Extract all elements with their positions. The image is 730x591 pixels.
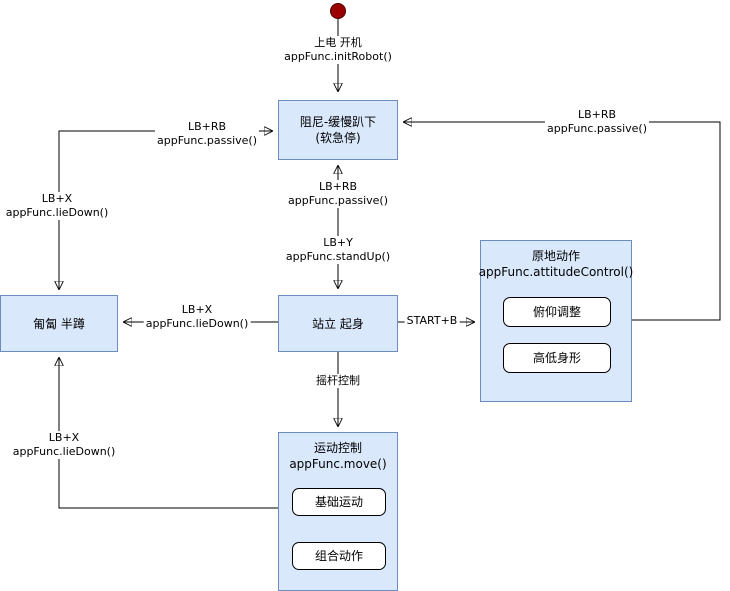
edge-label-center-standup: LB+Y appFunc.standUp() [283,236,393,264]
edge-label-joystick: 摇杆控制 [314,374,362,388]
sub-node-pitch-adjust: 俯仰调整 [503,297,611,327]
edge-label-bottom-liedown: LB+X appFunc.lieDown() [10,431,118,459]
initial-state-dot [330,3,346,19]
state-node-move-subtitle: appFunc.move() [289,457,387,471]
sub-node-body-height: 高低身形 [503,343,611,373]
state-node-move: 运动控制 appFunc.move() 基础运动 组合动作 [278,432,398,591]
state-node-stand: 站立 起身 [278,295,398,352]
sub-node-basic-motion: 基础运动 [292,488,386,516]
state-node-move-title: 运动控制 [313,441,362,455]
edge-label-left-passive: LB+RB appFunc.passive() [154,120,260,148]
edge-label-right-passive: LB+RB appFunc.passive() [544,108,650,136]
state-node-damping-sublabel: (软急停) [315,131,361,145]
state-node-damping: 阻尼-缓慢趴下 (软急停) [278,100,398,160]
state-node-crawl-label: 匍匐 半蹲 [33,316,85,331]
edge-label-mid-liedown: LB+X appFunc.lieDown() [143,303,251,331]
edge-label-power-on: 上电 开机 appFunc.initRobot() [282,36,394,64]
edge-move-crawl [59,358,278,509]
edge-label-left-liedown: LB+X appFunc.lieDown() [3,192,111,220]
state-node-damping-label: 阻尼-缓慢趴下 [299,115,377,129]
state-node-stand-label: 站立 起身 [312,316,364,331]
edge-label-center-passive: LB+RB appFunc.passive() [285,180,391,208]
sub-node-combo-motion: 组合动作 [292,542,386,570]
state-node-attitude-subtitle: appFunc.attitudeControl() [478,265,634,279]
state-node-crawl: 匍匐 半蹲 [0,295,118,352]
state-node-attitude: 原地动作 appFunc.attitudeControl() 俯仰调整 高低身形 [478,240,634,402]
state-node-attitude-title: 原地动作 [531,249,580,263]
edge-label-start-b: START+B [404,314,460,328]
